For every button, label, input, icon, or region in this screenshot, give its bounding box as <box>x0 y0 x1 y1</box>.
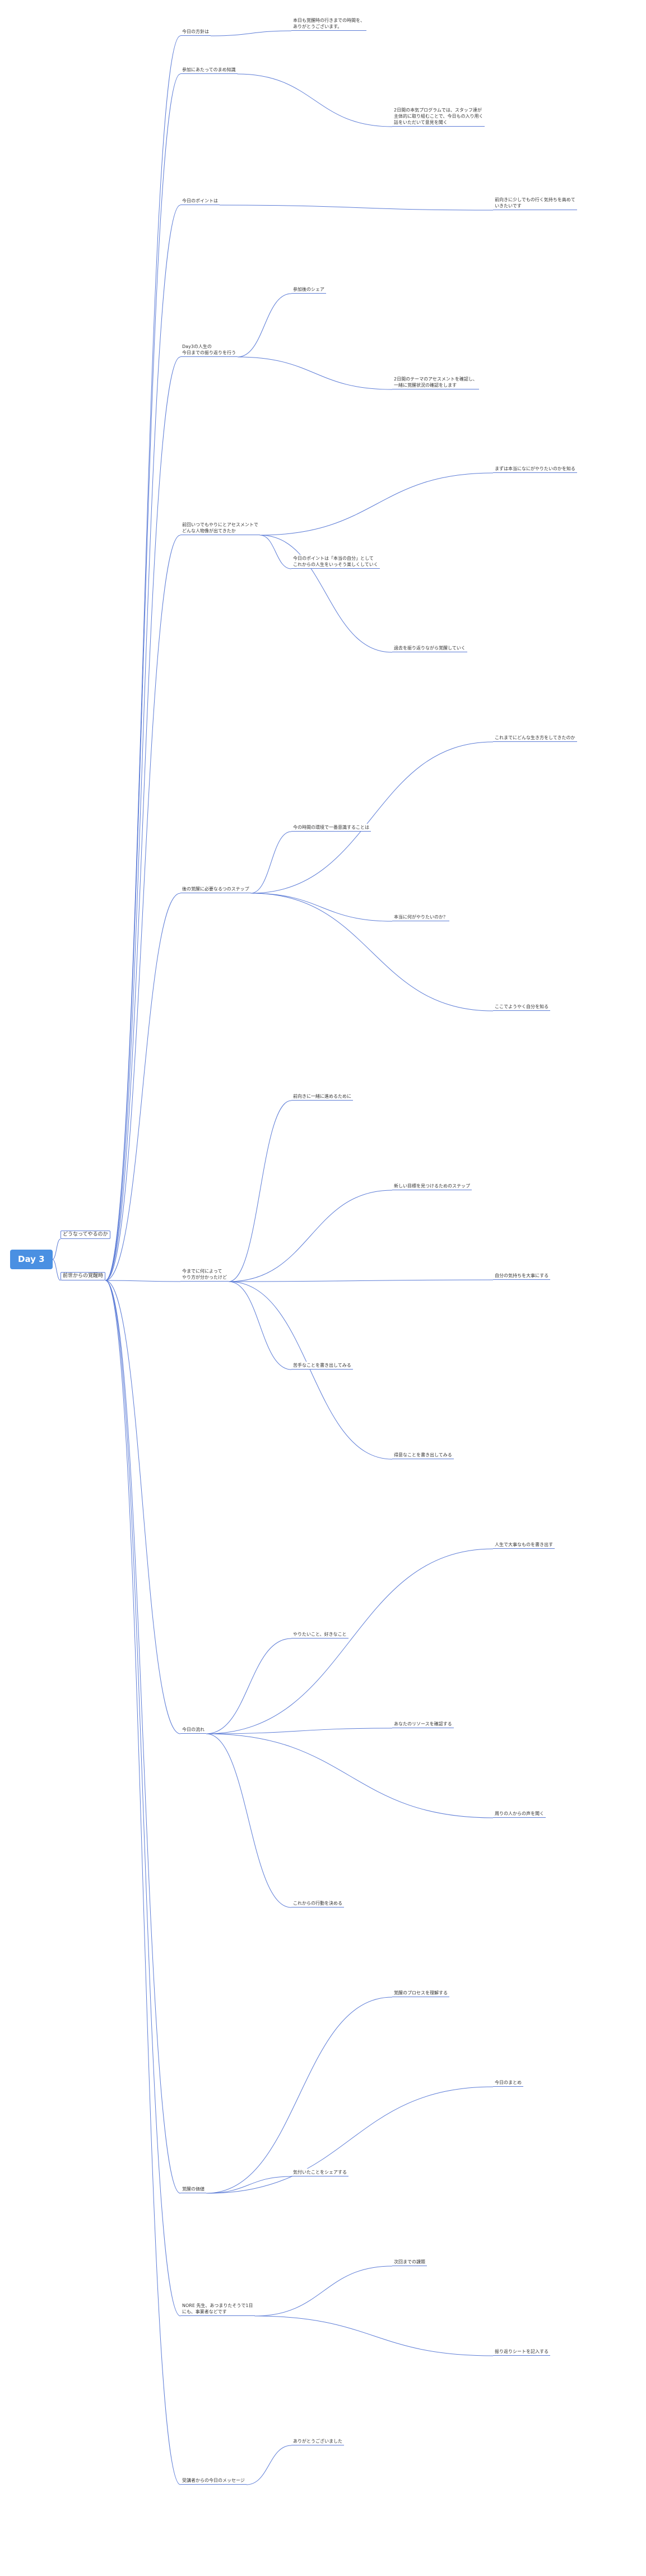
leaf-node[interactable]: 新しい目標を見つけるためのステップ <box>392 1182 472 1190</box>
section-node[interactable]: 前回いつでもやりにとアセスメントで どんな人物像が出てきたか <box>180 521 260 535</box>
branch-to-section-line <box>105 73 181 1281</box>
branch-to-section-line <box>105 535 181 1281</box>
section-to-leaf-line <box>237 73 393 127</box>
section-to-leaf-line <box>206 2086 494 2194</box>
section-to-leaf-line <box>206 1733 494 1818</box>
leaf-node[interactable]: 振り返りシートを記入する <box>493 2348 550 2356</box>
section-node[interactable]: Day3の人生の 今日までの振り返りを行う <box>180 343 238 357</box>
leaf-node[interactable]: 気付いたことをシェアする <box>291 2169 348 2176</box>
section-to-leaf-line <box>228 1190 393 1282</box>
leaf-node[interactable]: 得意なことを書き出してみる <box>392 1451 454 1459</box>
leaf-node[interactable]: 本当に何がやりたいのか？ <box>392 913 449 921</box>
section-to-leaf-line <box>254 2266 393 2317</box>
section-to-leaf-line <box>228 1281 292 1370</box>
branch-to-section-line <box>105 1280 181 2485</box>
branch-to-section-line <box>105 1280 181 2194</box>
section-to-leaf-line <box>250 831 292 894</box>
section-to-leaf-line <box>259 535 292 569</box>
leaf-node[interactable]: 本日も覚醒時の行きまでの時間を、 ありがとうございます。 <box>291 17 366 31</box>
section-to-leaf-line <box>219 205 494 211</box>
leaf-node[interactable]: あなたのリソースを確認する <box>392 1720 454 1728</box>
section-to-leaf-line <box>250 893 494 1011</box>
leaf-node[interactable]: これからの行動を決める <box>291 1900 344 1907</box>
section-node[interactable]: 今までに何によって やり方が分かったけど <box>180 1268 229 1282</box>
section-to-leaf-line <box>237 293 292 358</box>
leaf-node[interactable]: 2日間の本気プログラムでは、スタッフ達が 主体的に取り組むことで、今日もの入り用… <box>392 106 485 127</box>
section-to-leaf-line <box>259 535 393 653</box>
section-to-leaf-line <box>206 2176 292 2194</box>
branch-to-section-line <box>105 893 181 1281</box>
leaf-node[interactable]: やりたいこと、好きなこと <box>291 1631 348 1639</box>
root-to-branch-line <box>52 1238 61 1260</box>
section-to-leaf-line <box>246 2445 292 2485</box>
section-to-leaf-line <box>206 1548 494 1734</box>
leaf-node[interactable]: 人生で大事なものを書き出す <box>493 1541 555 1549</box>
branch-to-section-line <box>105 1280 181 2317</box>
section-to-leaf-line <box>206 1638 292 1734</box>
leaf-node[interactable]: 参加後のシェア <box>291 286 326 294</box>
leaf-node[interactable]: ここでようやく自分を知る <box>493 1003 550 1011</box>
section-to-leaf-line <box>250 741 494 894</box>
branch-node[interactable]: どうなってやるのか <box>61 1231 110 1239</box>
section-node[interactable]: 受講者からの今日のメッセージ <box>180 2477 247 2485</box>
section-node[interactable]: 今日の方針は <box>180 28 211 36</box>
section-node[interactable]: 覚醒の価値 <box>180 2185 206 2193</box>
leaf-node[interactable]: 自分の気持ちを大事にする <box>493 1272 551 1280</box>
section-node[interactable]: 参加にあたってのまめ知識 <box>180 66 238 74</box>
root-to-branch-line <box>52 1259 61 1281</box>
section-node[interactable]: 今日の流れ <box>180 1726 206 1734</box>
leaf-node[interactable]: 苦手なことを書き出してみる <box>291 1362 353 1370</box>
branch-to-section-line <box>105 1280 181 1282</box>
section-to-leaf-line <box>254 2315 494 2356</box>
section-to-leaf-line <box>228 1100 292 1282</box>
branch-to-section-line <box>105 205 181 1281</box>
leaf-node[interactable]: 過去を振り返りながら覚醒していく <box>392 644 467 652</box>
section-to-leaf-line <box>206 1728 393 1734</box>
section-node[interactable]: 後の覚醒に必要なるつのステップ <box>180 885 251 893</box>
section-to-leaf-line <box>228 1281 393 1460</box>
branch-node[interactable]: 前世からの覚醒時 <box>61 1272 106 1280</box>
section-to-leaf-line <box>228 1279 494 1282</box>
section-to-leaf-line <box>237 356 393 390</box>
leaf-node[interactable]: 今日のポイントは「本当の自分」として これからの人生をいっそう楽しくしていく <box>291 555 380 569</box>
leaf-node[interactable]: 今の時間の環境で一番意識することは <box>291 824 371 832</box>
leaf-node[interactable]: 前向きに少しでもの行く気持ちを高めて いきたいです <box>493 196 577 210</box>
root-node[interactable]: Day 3 <box>10 1250 53 1269</box>
leaf-node[interactable]: まずは本当になにがやりたいのかを知る <box>493 465 577 473</box>
leaf-node[interactable]: 覚醒のプロセスを理解する <box>392 1989 449 1997</box>
section-to-leaf-line <box>206 1733 292 1908</box>
leaf-node[interactable]: 周りの人からの声を聞く <box>493 1810 546 1818</box>
leaf-node[interactable]: 2日間のテーマのアセスメントを確認し、 一緒に覚醒状況の確認をします <box>392 375 479 389</box>
section-to-leaf-line <box>259 472 494 536</box>
section-node[interactable]: NORE 先生、あつまりたそうで1日 にも、事業者などです <box>180 2302 255 2316</box>
branch-to-section-line <box>105 356 181 1281</box>
leaf-node[interactable]: 次回までの課題 <box>392 2258 427 2266</box>
branch-to-section-line <box>105 1280 181 1734</box>
branch-to-section-line <box>105 35 181 1281</box>
section-node[interactable]: 今日のポイントは <box>180 197 220 205</box>
leaf-node[interactable]: 前向きに一緒に進めるために <box>291 1093 353 1101</box>
leaf-node[interactable]: これまでにどんな生き方をしてきたのか <box>493 734 577 742</box>
section-to-leaf-line <box>210 30 292 36</box>
leaf-node[interactable]: 今日のまとめ <box>493 2079 523 2087</box>
leaf-node[interactable]: ありがとうございました <box>291 2438 344 2445</box>
section-to-leaf-line <box>250 893 393 922</box>
section-to-leaf-line <box>206 1997 393 2194</box>
